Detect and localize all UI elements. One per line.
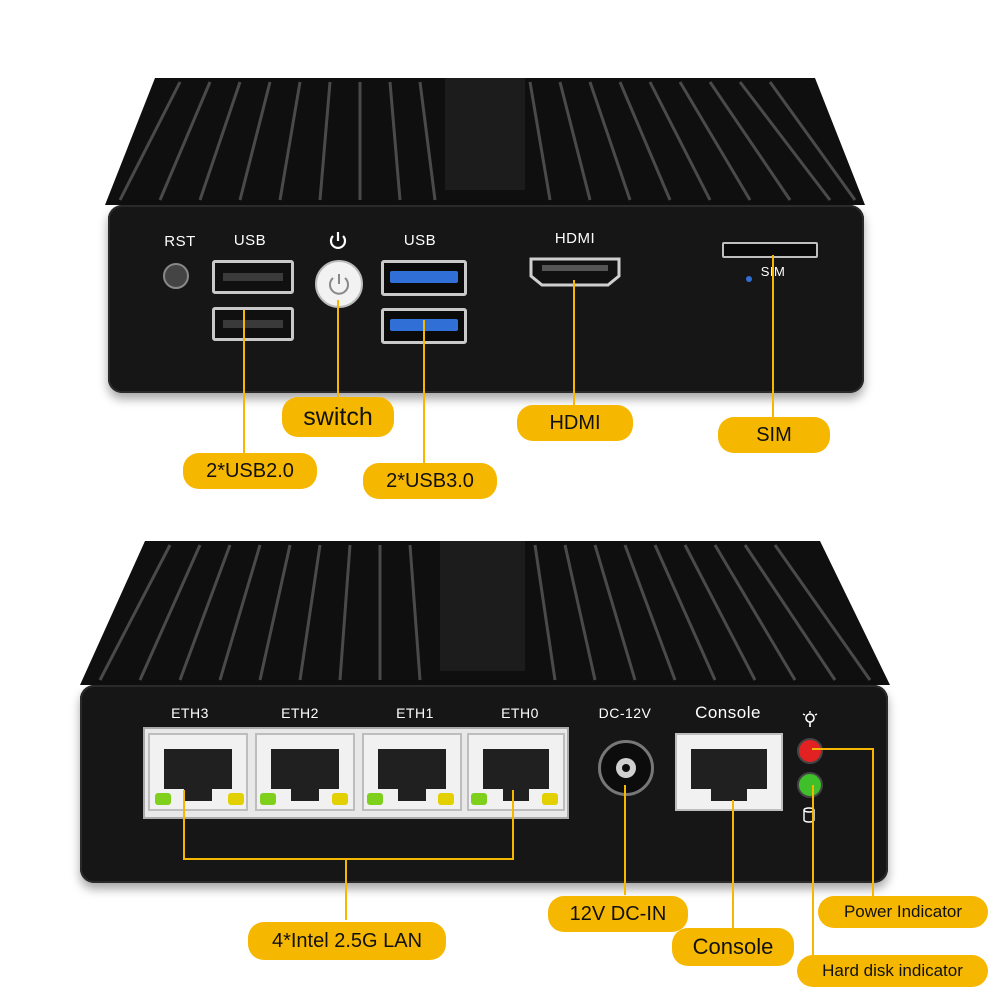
- line-hdmi: [573, 280, 575, 405]
- line-hdd: [812, 785, 814, 957]
- top-front-panel: [108, 205, 864, 393]
- power-indicator-led: [797, 738, 823, 764]
- callout-console: Console: [672, 928, 794, 966]
- sim-card-slot[interactable]: [722, 242, 818, 258]
- bottom-heatsink: [80, 541, 890, 685]
- callout-switch: switch: [282, 397, 394, 437]
- dc-label: DC-12V: [598, 705, 652, 721]
- callout-sim: SIM: [718, 417, 830, 453]
- top-heatsink: [105, 78, 865, 205]
- eth3-led-left: [155, 793, 171, 805]
- dc-power-jack[interactable]: [598, 740, 654, 796]
- callout-power-indicator: Power Indicator: [818, 896, 988, 928]
- callout-usb3: 2*USB3.0: [363, 463, 497, 499]
- line-usb2: [243, 310, 245, 455]
- line-dc: [624, 785, 626, 895]
- line-switch: [337, 300, 339, 400]
- console-port[interactable]: [675, 733, 783, 811]
- usb2-port-2[interactable]: [212, 307, 294, 341]
- lan-bracket-right: [512, 790, 514, 860]
- callout-hdd-indicator: Hard disk indicator: [797, 955, 988, 987]
- eth2-led-left: [260, 793, 276, 805]
- eth1-led-right: [438, 793, 454, 805]
- power-indicator-icon: [801, 710, 819, 728]
- line-console: [732, 800, 734, 930]
- eth1-led-left: [367, 793, 383, 805]
- eth1-label: ETH1: [396, 705, 434, 721]
- usb-right-label: USB: [403, 232, 437, 249]
- power-icon: [326, 230, 350, 252]
- hdmi-port[interactable]: [528, 256, 622, 288]
- eth0-label: ETH0: [501, 705, 539, 721]
- usb3-port-1[interactable]: [381, 260, 467, 296]
- power-switch-button[interactable]: [315, 260, 363, 308]
- callout-usb2: 2*USB2.0: [183, 453, 317, 489]
- eth3-label: ETH3: [171, 705, 209, 721]
- lan-bracket-left: [183, 790, 185, 860]
- line-usb3: [423, 320, 425, 465]
- top-device: RST USB USB HDMI SIM: [100, 70, 870, 400]
- hdmi-label: HDMI: [554, 230, 596, 247]
- line-lan: [345, 858, 347, 920]
- callout-hdmi: HDMI: [517, 405, 633, 441]
- rst-label: RST: [164, 233, 196, 250]
- bottom-device: ETH3 ETH2 ETH1 ETH0 DC-12V Console: [75, 535, 895, 890]
- sim-indicator-dot: [746, 276, 752, 282]
- callout-dc-in: 12V DC-IN: [548, 896, 688, 932]
- line-sim: [772, 255, 774, 420]
- lan-bracket-bottom: [183, 858, 514, 860]
- reset-button[interactable]: [163, 263, 189, 289]
- eth3-led-right: [228, 793, 244, 805]
- console-label: Console: [695, 703, 761, 722]
- line-power-h: [812, 748, 874, 750]
- eth2-led-right: [332, 793, 348, 805]
- usb-left-label: USB: [233, 232, 267, 249]
- line-power-v: [872, 748, 874, 896]
- usb2-port-1[interactable]: [212, 260, 294, 294]
- hdd-indicator-led: [797, 772, 823, 798]
- callout-lan: 4*Intel 2.5G LAN: [248, 922, 446, 960]
- eth0-led-right: [542, 793, 558, 805]
- eth0-led-left: [471, 793, 487, 805]
- eth2-label: ETH2: [281, 705, 319, 721]
